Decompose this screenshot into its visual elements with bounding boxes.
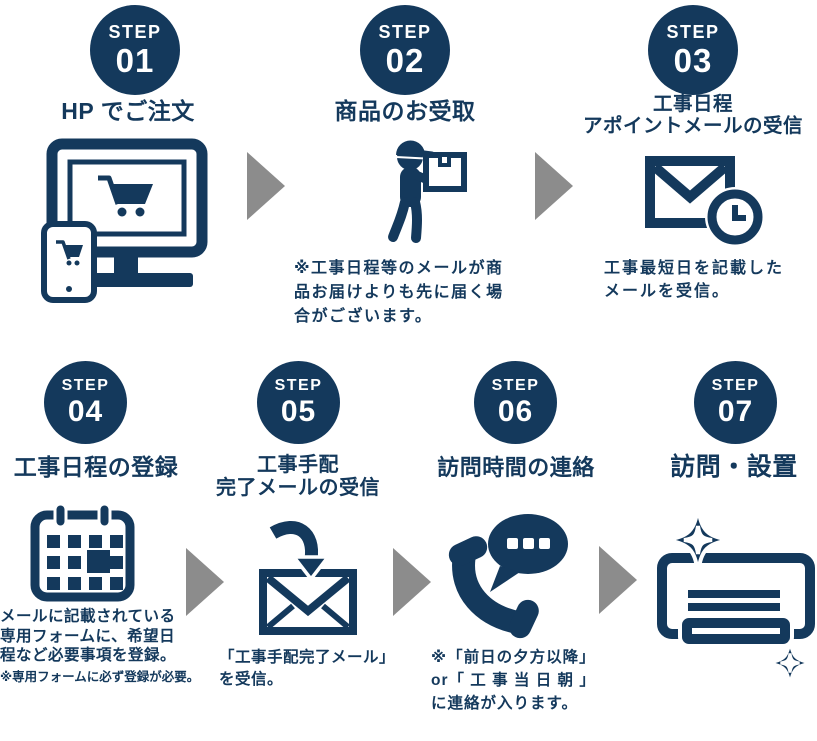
arrow-right-icon — [186, 548, 224, 616]
step-06-note: ※「前日の夕方以降」 or「 工 事 当 日 朝 」 に連絡が入ります。 — [431, 649, 596, 712]
step-number: 03 — [673, 42, 713, 79]
step-label: STEP — [274, 377, 323, 394]
step-05-badge: STEP 05 — [257, 361, 340, 444]
step-label: STEP — [491, 377, 540, 394]
calendar-icon — [30, 502, 135, 602]
step-01-title: HP でご注文 — [61, 98, 195, 124]
step-number: 01 — [115, 42, 155, 79]
step-03-note: 工事最短日を記載した メールを受信。 — [604, 260, 785, 300]
monitor-cart-phone-icon — [38, 138, 210, 303]
step-07-title: 訪問・設置 — [670, 453, 798, 481]
step-05-title: 工事手配 完了メールの受信 — [216, 454, 380, 499]
step-label: STEP — [378, 22, 432, 42]
step-label: STEP — [61, 377, 110, 394]
arrow-right-icon — [535, 152, 573, 220]
step-number: 06 — [497, 395, 534, 428]
arrow-right-icon — [599, 546, 637, 614]
step-04-title: 工事日程の登録 — [13, 454, 179, 480]
delivery-person-box-icon — [380, 140, 468, 244]
step-02-title: 商品のお受取 — [334, 98, 476, 124]
step-07-badge: STEP 07 — [694, 361, 777, 444]
step-label: STEP — [666, 22, 720, 42]
step-02-note: ※工事日程等のメールが商 品お届けよりも先に届く場 合がございます。 — [294, 260, 504, 325]
step-03-badge: STEP 03 — [648, 5, 738, 95]
step-02-badge: STEP 02 — [360, 5, 450, 95]
step-number: 04 — [67, 395, 104, 428]
step-06-badge: STEP 06 — [474, 361, 557, 444]
aircon-sparkle-icon — [652, 500, 815, 696]
step-03-title: 工事日程 アポイントメールの受信 — [582, 93, 803, 138]
arrow-right-icon — [393, 548, 431, 616]
step-label: STEP — [711, 377, 760, 394]
phone-chat-icon — [444, 510, 576, 639]
step-04-note: メールに記載されている 専用フォームに、希望日 程など必要事項を登録。 ※専用フ… — [0, 607, 200, 687]
mail-receive-arrow-icon — [253, 521, 363, 635]
step-number: 05 — [280, 395, 317, 428]
arrow-right-icon — [247, 152, 285, 220]
mail-clock-icon — [645, 156, 765, 248]
step-05-note: 「工事手配完了メール」 を受信。 — [219, 649, 396, 688]
step-04-subnote: ※専用フォームに必ず登録が必要。 — [0, 669, 200, 684]
step-04-badge: STEP 04 — [44, 361, 127, 444]
step-01-badge: STEP 01 — [90, 5, 180, 95]
step-label: STEP — [108, 22, 162, 42]
step-number: 07 — [717, 395, 754, 428]
step-06-title: 訪問時間の連絡 — [437, 455, 595, 480]
step-number: 02 — [385, 42, 425, 79]
